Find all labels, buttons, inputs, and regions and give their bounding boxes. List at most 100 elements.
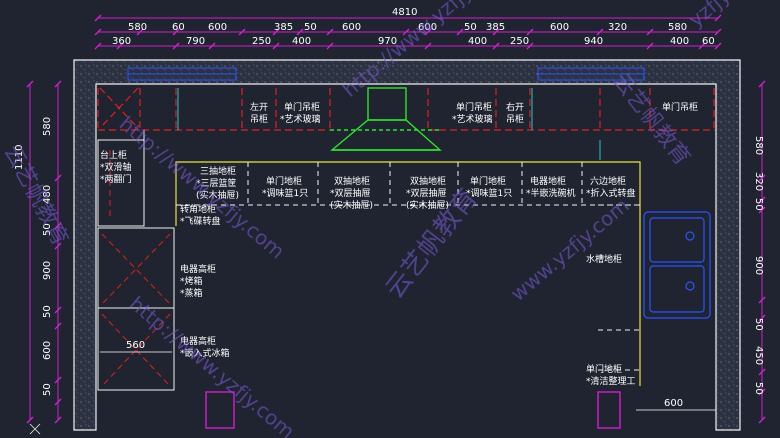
dimension-tick xyxy=(714,14,722,22)
dim-left-3: 900 xyxy=(42,261,53,280)
label-appliance-base-2: *半嵌洗碗机 xyxy=(526,187,576,199)
dim-top2-1: 790 xyxy=(186,36,205,47)
dimension-tick xyxy=(272,42,280,50)
dim-left-2: 50 xyxy=(42,223,53,236)
dimension-tick xyxy=(646,42,654,50)
dimension-tick xyxy=(116,42,124,50)
watermark-url-4: www.yzfjy.com xyxy=(506,193,634,306)
dim-top2-8: 400 xyxy=(670,36,689,47)
dim-top2-0: 360 xyxy=(112,36,131,47)
label-double-drawer-2a: 双抽地柜 xyxy=(410,175,446,187)
label-tall-fridge-1: 电器高柜 xyxy=(180,335,216,347)
dimension-tick xyxy=(758,296,766,304)
dim-fridge-width: 560 xyxy=(126,340,145,351)
dimension-tick xyxy=(54,306,62,314)
label-side-upper-2: *双滑轴 xyxy=(100,161,132,173)
dim-top2-3: 400 xyxy=(292,36,311,47)
dimension-tick xyxy=(136,28,144,36)
dimension-tick xyxy=(402,28,410,36)
label-sink-base: 水槽地柜 xyxy=(586,253,622,265)
dimension-tick xyxy=(54,222,62,230)
dim-right-5: 450 xyxy=(753,346,764,365)
label-bottom-single-2: *清洁整理工 xyxy=(586,375,636,387)
dim-top1-6: 600 xyxy=(418,22,437,33)
label-single-far: 单门吊柜 xyxy=(662,101,698,113)
dimension-tick xyxy=(326,42,334,50)
dimension-tick xyxy=(172,42,180,50)
label-corner-base-1: 六边地柜 xyxy=(590,175,626,187)
dimension-tick xyxy=(26,416,34,424)
dim-top1-11: 580 xyxy=(668,22,687,33)
watermark-url-5: yzfjy xyxy=(684,0,735,32)
label-appliance-base-1: 电器地柜 xyxy=(530,175,566,187)
label-double-drawer-2b: *双层抽屉 xyxy=(406,187,447,199)
dimension-tick xyxy=(424,42,432,50)
cyan-accents xyxy=(177,88,601,160)
dimension-tick xyxy=(424,28,432,36)
dim-left-0: 580 xyxy=(42,117,53,136)
watermark-brand-1: 云艺帆教育 xyxy=(0,141,72,250)
dim-row2: 360 790 250 400 970 400 250 940 400 60 xyxy=(112,36,715,47)
dim-top1-2: 600 xyxy=(208,22,227,33)
label-double-drawer-1b: *双层抽屉 xyxy=(330,187,371,199)
dim-top1-0: 580 xyxy=(128,22,147,33)
dim-left-4: 50 xyxy=(42,305,53,318)
label-double-drawer-2c: (实木抽屉) xyxy=(406,199,449,211)
label-right-open-1: 右开 xyxy=(506,101,524,113)
label-double-drawer-1a: 双抽地柜 xyxy=(334,175,370,187)
dimension-tick xyxy=(646,28,654,36)
dimension-tick xyxy=(714,42,722,50)
dimension-tick xyxy=(208,42,216,50)
dimension-tick xyxy=(492,42,500,50)
label-side-upper-3: *两翻门 xyxy=(100,173,132,185)
dim-top2-9: 60 xyxy=(702,36,715,47)
tall-cabinets xyxy=(97,227,175,391)
label-corner-base-2: *折入式转盘 xyxy=(586,187,636,199)
tall-cabinets-red xyxy=(101,233,171,387)
dimension-tick xyxy=(758,368,766,376)
dimension-tick xyxy=(54,398,62,406)
dimension-tick xyxy=(238,28,246,36)
dim-top1-10: 320 xyxy=(608,22,627,33)
dimension-tick xyxy=(758,196,766,204)
dimension-tick xyxy=(492,28,500,36)
label-single-base-2: *调味篮1只 xyxy=(262,187,308,199)
dim-right-4: 50 xyxy=(753,318,764,331)
label-side-upper-1: 台上柜 xyxy=(100,149,127,161)
label-single-right-1: 单门吊柜 xyxy=(456,101,492,113)
dimension-tick xyxy=(758,206,766,214)
dim-top1-5: 600 xyxy=(342,22,361,33)
dimension-tick xyxy=(54,416,62,424)
dim-top1-3: 385 xyxy=(274,22,293,33)
dimension-tick xyxy=(172,28,180,36)
label-left-open-1: 左开 xyxy=(250,101,268,113)
dimension-tick xyxy=(94,28,102,36)
dim-left-6: 50 xyxy=(42,383,53,396)
label-tall-oven-1: 电器高柜 xyxy=(180,263,216,275)
dim-top1-4: 50 xyxy=(304,22,317,33)
sink-bowls xyxy=(643,211,711,319)
dimension-tick xyxy=(758,314,766,322)
corner-x-mark xyxy=(29,423,41,435)
watermark-url-2: http://www.yzfjy.com xyxy=(338,0,513,102)
label-single-base-2b: *调味篮1只 xyxy=(466,187,512,199)
dimension-tick xyxy=(26,80,34,88)
dimension-tick xyxy=(526,28,534,36)
door-posts xyxy=(205,391,621,429)
dimension-tick xyxy=(758,388,766,396)
dimension-tick xyxy=(758,80,766,88)
dimension-tick xyxy=(272,28,280,36)
label-right-open-2: 吊柜 xyxy=(506,113,524,125)
dimension-lines xyxy=(29,17,763,420)
dimension-tick xyxy=(596,28,604,36)
label-tall-oven-3: *蒸箱 xyxy=(180,287,203,299)
dimension-tick xyxy=(54,80,62,88)
dimension-tick xyxy=(326,28,334,36)
dimension-tick xyxy=(296,28,304,36)
dimension-tick xyxy=(526,42,534,50)
dim-left-5: 600 xyxy=(42,341,53,360)
label-single-base-1: 单门地柜 xyxy=(266,175,302,187)
label-bottom-single-1: 单门地柜 xyxy=(586,363,622,375)
dim-right-0: 580 xyxy=(753,136,764,155)
